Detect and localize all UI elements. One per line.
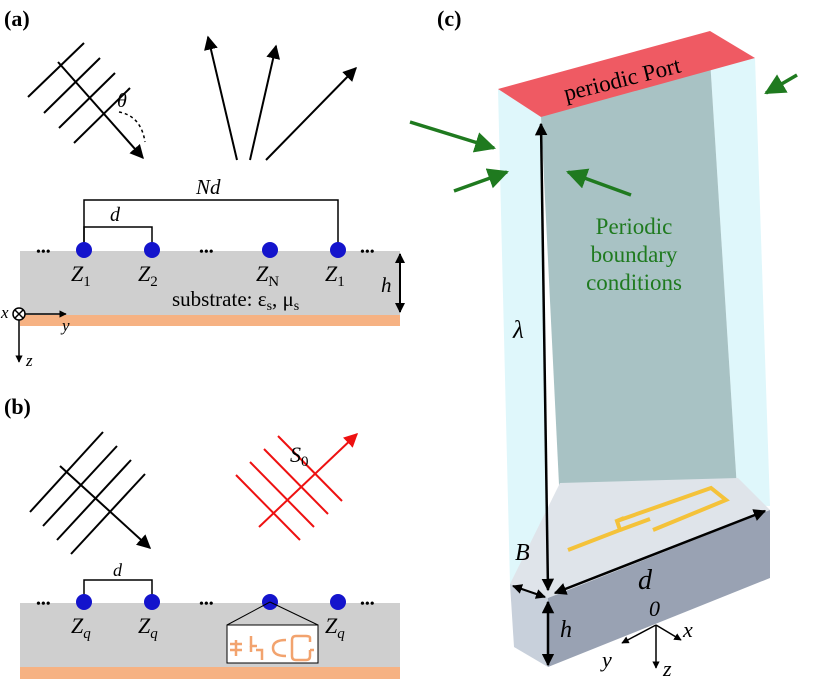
ellipsis-mid-b: ••• [199,597,214,612]
nd-label: Nd [195,175,221,199]
d-label-b: d [113,560,123,580]
pbc-arrow-right [764,73,798,95]
scattered-rays-a [204,35,357,161]
reflected-arrow-b [258,433,359,528]
panel-a: (a) θ Nd d ••• ••• [0,6,405,370]
resonators-b [76,594,346,610]
inductor-loop-icon [271,638,287,658]
zq1-label: Zq [71,613,91,642]
lambda-arrow [534,122,555,592]
pbc-label-line3: conditions [586,270,682,295]
ellipsis-left-a: ••• [36,245,51,260]
capacitor-icon [230,640,242,656]
substrate-label: substrate: εs, μs [172,287,299,314]
periodic-port [498,31,755,117]
d-label-a: d [110,204,121,226]
pbc-label-line2: boundary [591,242,678,267]
z2-label: Z2 [138,261,158,290]
s0-label: S0 [290,442,309,470]
ground-plane-b [20,667,400,679]
z1b-label: Z1 [325,261,345,290]
panel-b: (b) S0 d ••• ••• ••• [4,394,400,679]
resonator-dot [76,594,92,610]
pbc-arrow-left-top [409,120,497,153]
axes-c [621,624,682,669]
resonator-dot [76,242,92,258]
panel-b-label: (b) [4,394,31,419]
substrate-a [20,251,400,315]
axis-z-label-c: z [662,656,672,681]
zq2-label: Zq [138,613,158,642]
h-label-c: h [560,617,572,643]
ellipsis-group-a: ••• ••• ••• [36,245,375,260]
substrate-b [20,603,400,667]
ellipsis-left-b: ••• [36,597,51,612]
axis-x-label-c: x [682,617,693,642]
lambda-label: λ [512,317,524,344]
zn-label: ZN [256,261,279,290]
axis-x-label-a: x [0,303,9,322]
element-inset [226,601,319,664]
vacuum-right-face [710,58,770,506]
h-label-a: h [381,273,392,297]
origin-label: 0 [649,596,660,621]
axis-y-arrow-c [621,624,657,644]
panel-c-label: (c) [437,6,461,31]
d-bracket-a [83,226,153,250]
pbc-arrows [409,73,798,197]
ellipsis-group-b: ••• ••• ••• [36,597,375,612]
pbc-arrow-back [566,168,632,197]
interdigital-capacitor-icon [249,636,264,660]
ground-plane-a [20,315,400,326]
theta-label: θ [117,90,127,112]
b-arrow [512,584,546,599]
resonator-dot [330,242,346,258]
resonator-dot [330,594,346,610]
resonator-dot [144,594,160,610]
back-wall [541,59,738,505]
pbc-arrow-left-bottom [453,168,509,193]
axis-x-arrow-c [655,624,682,641]
panel-c: (c) periodic Port λ d B h [409,6,798,681]
panel-a-label: (a) [4,6,30,31]
d-arrow-c [553,509,767,595]
split-ring-icon [290,634,314,662]
ellipsis-right-a: ••• [360,245,375,260]
ellipsis-right-b: ••• [360,597,375,612]
axis-z-label-a: z [25,351,33,370]
axis-y-label-c: y [600,647,612,672]
nd-bracket [83,199,339,250]
incident-wavefronts-b [29,431,146,555]
incident-arrow-b [59,465,152,549]
d-label-c: d [638,565,653,596]
reflected-wavefronts-b [235,435,343,541]
ellipsis-mid-a: ••• [199,245,214,260]
incident-arrow-a [57,61,144,160]
resonators-a [76,242,346,258]
axis-y-label-a: y [60,316,70,335]
incident-wavefronts-a [27,42,131,144]
z1-label: Z1 [71,261,91,290]
zq3-label: Zq [325,613,345,642]
d-bracket-b [83,579,153,602]
axes-a: x y z [0,303,70,370]
theta-arc [118,111,146,143]
b-label: B [515,540,530,566]
resonator-dot [144,242,160,258]
pbc-label-line1: Periodic [596,214,673,239]
slab-front-face [510,584,548,667]
resonator-dot [262,242,278,258]
